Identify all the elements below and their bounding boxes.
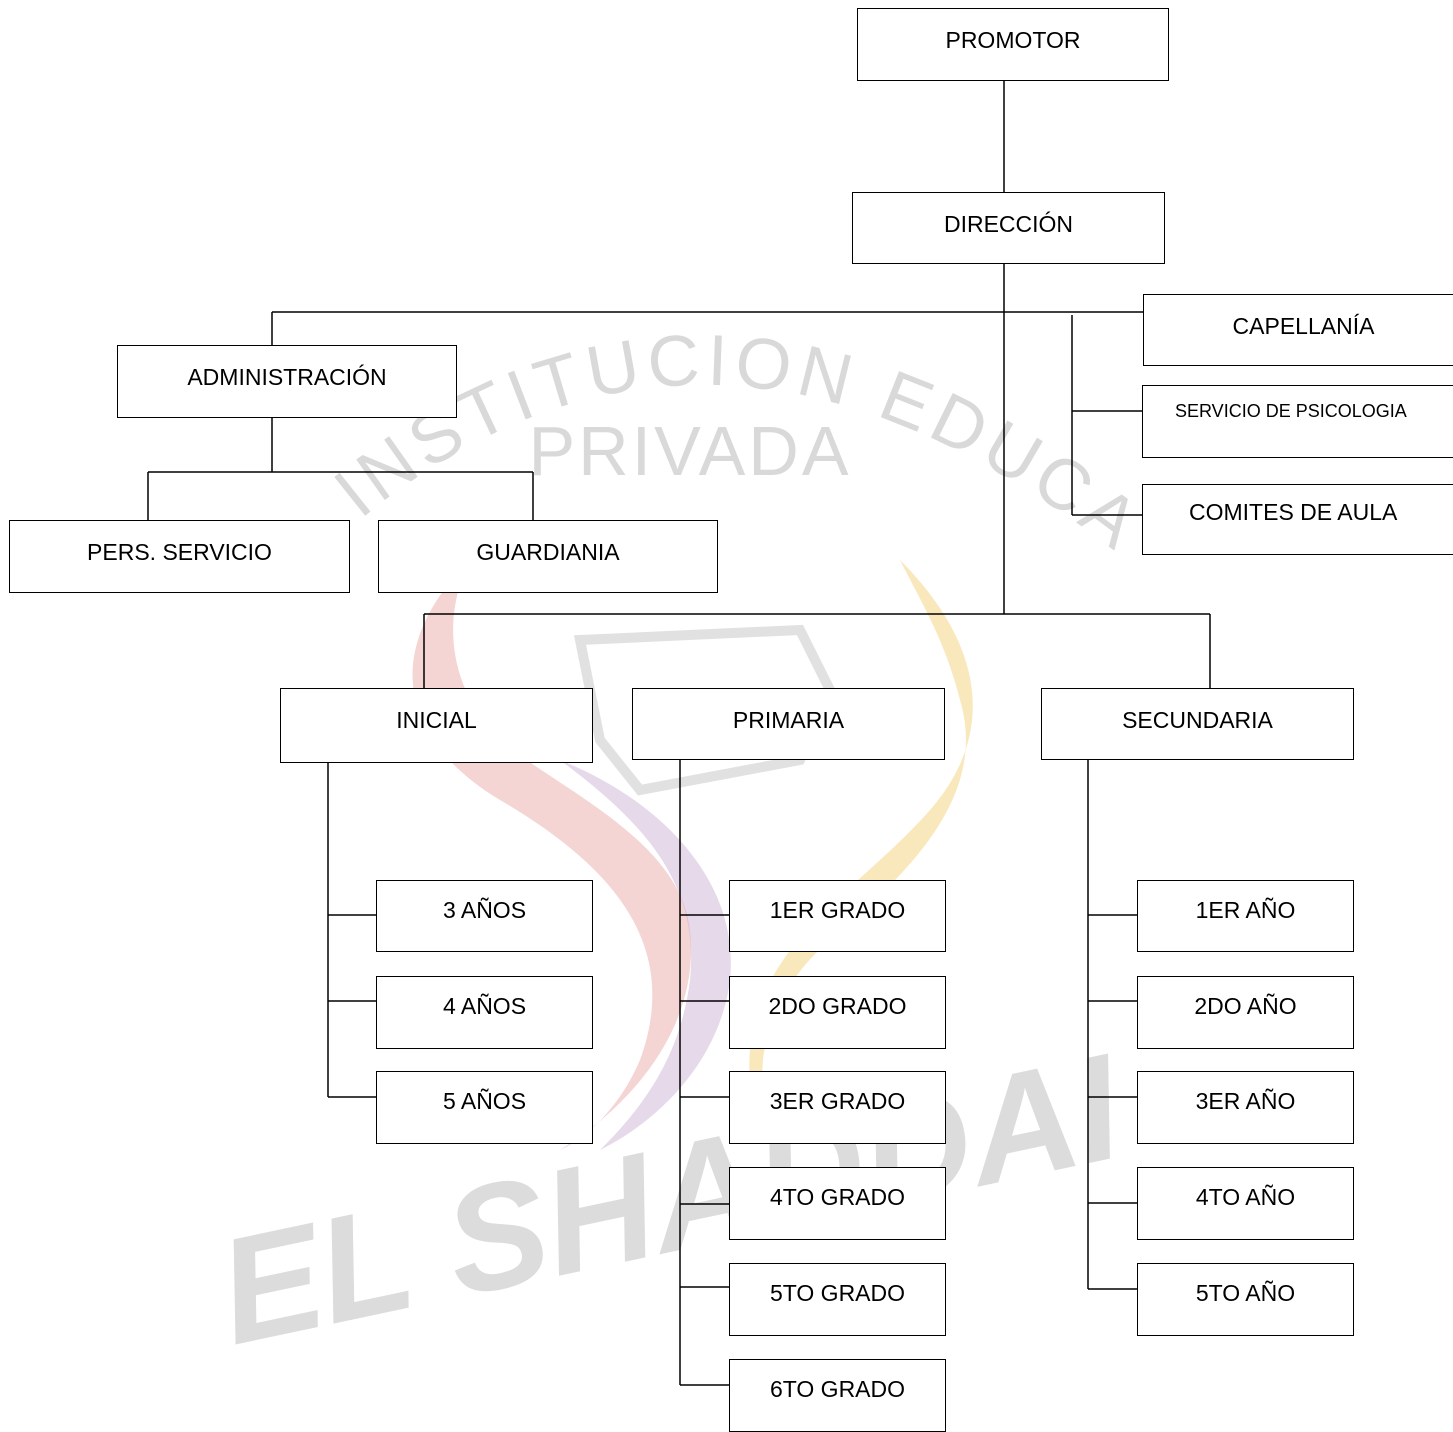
node-guardiania: GUARDIANIA (378, 520, 718, 593)
node-primaria-item: 5TO GRADO (729, 1263, 946, 1336)
node-primaria-item: 4TO GRADO (729, 1167, 946, 1240)
node-label: DIRECCIÓN (943, 211, 1074, 237)
node-comites: COMITES DE AULA (1142, 484, 1453, 555)
node-secundaria: SECUNDARIA (1041, 688, 1354, 760)
node-label: GUARDIANIA (476, 539, 620, 565)
node-secundaria-item: 4TO AÑO (1137, 1167, 1354, 1240)
node-secundaria-item: 1ER AÑO (1137, 880, 1354, 952)
node-label: PROMOTOR (945, 27, 1081, 53)
node-label: CAPELLANÍA (1232, 313, 1375, 339)
node-primaria-item: 1ER GRADO (729, 880, 946, 952)
node-label: PERS. SERVICIO (87, 539, 272, 565)
node-label: 3 AÑOS (442, 897, 527, 923)
node-inicial-item: 4 AÑOS (376, 976, 593, 1049)
watermark-middle-text: PRIVADA (528, 412, 851, 490)
node-pers-servicio: PERS. SERVICIO (9, 520, 350, 593)
watermark-purple-shape (560, 760, 731, 1150)
node-label: 1ER GRADO (769, 897, 906, 923)
node-label: ADMINISTRACIÓN (187, 364, 387, 390)
node-label: SERVICIO DE PSICOLOGIA (1175, 401, 1407, 421)
watermark-red-flame (412, 560, 692, 1150)
node-psicologia: SERVICIO DE PSICOLOGIA (1142, 385, 1453, 458)
node-administracion: ADMINISTRACIÓN (117, 345, 457, 418)
node-inicial-item: 5 AÑOS (376, 1071, 593, 1144)
node-inicial-item: 3 AÑOS (376, 880, 593, 952)
node-primaria-item: 3ER GRADO (729, 1071, 946, 1144)
node-primaria: PRIMARIA (632, 688, 945, 760)
node-label: 3ER AÑO (1195, 1088, 1296, 1114)
node-inicial: INICIAL (280, 688, 593, 763)
node-secundaria-item: 5TO AÑO (1137, 1263, 1354, 1336)
node-direccion: DIRECCIÓN (852, 192, 1165, 264)
node-label: PRIMARIA (732, 707, 845, 733)
node-label: 4 AÑOS (442, 993, 527, 1019)
node-label: 5TO AÑO (1195, 1280, 1296, 1306)
node-secundaria-item: 3ER AÑO (1137, 1071, 1354, 1144)
node-label: 4TO AÑO (1195, 1184, 1296, 1210)
node-secundaria-item: 2DO AÑO (1137, 976, 1354, 1049)
node-label: 1ER AÑO (1195, 897, 1296, 923)
node-label: 5TO GRADO (769, 1280, 906, 1306)
node-label: 5 AÑOS (442, 1088, 527, 1114)
node-promotor: PROMOTOR (857, 8, 1169, 81)
watermark-book-icon (573, 624, 836, 796)
node-label: COMITES DE AULA (1189, 499, 1398, 525)
node-capellania: CAPELLANÍA (1143, 294, 1453, 366)
node-primaria-item: 2DO GRADO (729, 976, 946, 1049)
node-primaria-item: 6TO GRADO (729, 1359, 946, 1432)
node-label: 6TO GRADO (769, 1376, 906, 1402)
node-label: 2DO AÑO (1194, 993, 1297, 1019)
node-label: 3ER GRADO (769, 1088, 906, 1114)
node-label: 4TO GRADO (769, 1184, 906, 1210)
node-label: INICIAL (396, 707, 477, 733)
node-label: SECUNDARIA (1122, 707, 1273, 733)
node-label: 2DO GRADO (768, 993, 907, 1019)
